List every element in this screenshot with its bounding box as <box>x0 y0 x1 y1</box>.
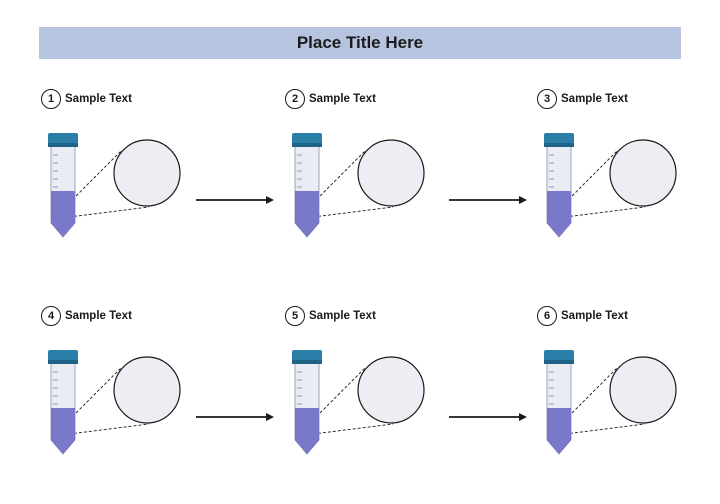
step-label: 3 Sample Text <box>537 89 628 109</box>
step-number-badge: 4 <box>41 306 61 326</box>
zoom-line <box>564 423 646 435</box>
step-label: 1 Sample Text <box>41 89 132 109</box>
step-number-badge: 6 <box>537 306 557 326</box>
page-title: Place Title Here <box>296 33 424 52</box>
step-text: Sample Text <box>309 93 376 105</box>
step-text: Sample Text <box>561 310 628 322</box>
step-6: 6 Sample Text <box>537 306 697 476</box>
tube-cap-rim <box>48 143 78 147</box>
step-number-badge: 2 <box>285 89 305 109</box>
step-number-badge: 3 <box>537 89 557 109</box>
zoom-line <box>68 423 150 435</box>
tube-liquid <box>547 191 571 237</box>
zoom-line <box>312 367 366 421</box>
step-text: Sample Text <box>65 93 132 105</box>
zoom-circle <box>357 139 425 207</box>
zoom-line <box>68 206 150 218</box>
right-arrow-icon <box>196 196 274 204</box>
zoom-line <box>68 150 122 204</box>
tube-cap-rim <box>544 360 574 364</box>
centrifuge-tube-icon <box>292 350 425 455</box>
step-text: Sample Text <box>561 93 628 105</box>
zoom-circle <box>609 356 677 424</box>
centrifuge-tube-icon <box>544 133 677 238</box>
step-1: 1 Sample Text <box>41 89 201 259</box>
centrifuge-tube-icon <box>48 133 181 238</box>
centrifuge-tube-icon <box>544 350 677 455</box>
right-arrow-icon <box>449 196 527 204</box>
tube-liquid <box>51 408 75 454</box>
step-label: 6 Sample Text <box>537 306 628 326</box>
step-number-badge: 5 <box>285 306 305 326</box>
zoom-circle <box>113 139 181 207</box>
step-label: 2 Sample Text <box>285 89 376 109</box>
step-text: Sample Text <box>65 310 132 322</box>
title-bar: Place Title Here <box>39 27 681 59</box>
zoom-line <box>312 206 394 218</box>
zoom-circle <box>357 356 425 424</box>
zoom-line <box>312 423 394 435</box>
tube-liquid <box>547 408 571 454</box>
tube-cap-rim <box>292 360 322 364</box>
tube-cap-rim <box>544 143 574 147</box>
step-5: 5 Sample Text <box>285 306 445 476</box>
centrifuge-tube-icon <box>48 350 181 455</box>
zoom-line <box>68 367 122 421</box>
step-number-badge: 1 <box>41 89 61 109</box>
centrifuge-tube-icon <box>292 133 425 238</box>
step-text: Sample Text <box>309 310 376 322</box>
tube-liquid <box>295 408 319 454</box>
tube-cap-rim <box>48 360 78 364</box>
zoom-circle <box>609 139 677 207</box>
tube-liquid <box>295 191 319 237</box>
tube-liquid <box>51 191 75 237</box>
zoom-line <box>564 206 646 218</box>
zoom-line <box>312 150 366 204</box>
zoom-line <box>564 367 618 421</box>
right-arrow-icon <box>196 413 274 421</box>
step-2: 2 Sample Text <box>285 89 445 259</box>
tube-cap-rim <box>292 143 322 147</box>
step-label: 5 Sample Text <box>285 306 376 326</box>
step-label: 4 Sample Text <box>41 306 132 326</box>
step-4: 4 Sample Text <box>41 306 201 476</box>
zoom-line <box>564 150 618 204</box>
right-arrow-icon <box>449 413 527 421</box>
step-3: 3 Sample Text <box>537 89 697 259</box>
zoom-circle <box>113 356 181 424</box>
